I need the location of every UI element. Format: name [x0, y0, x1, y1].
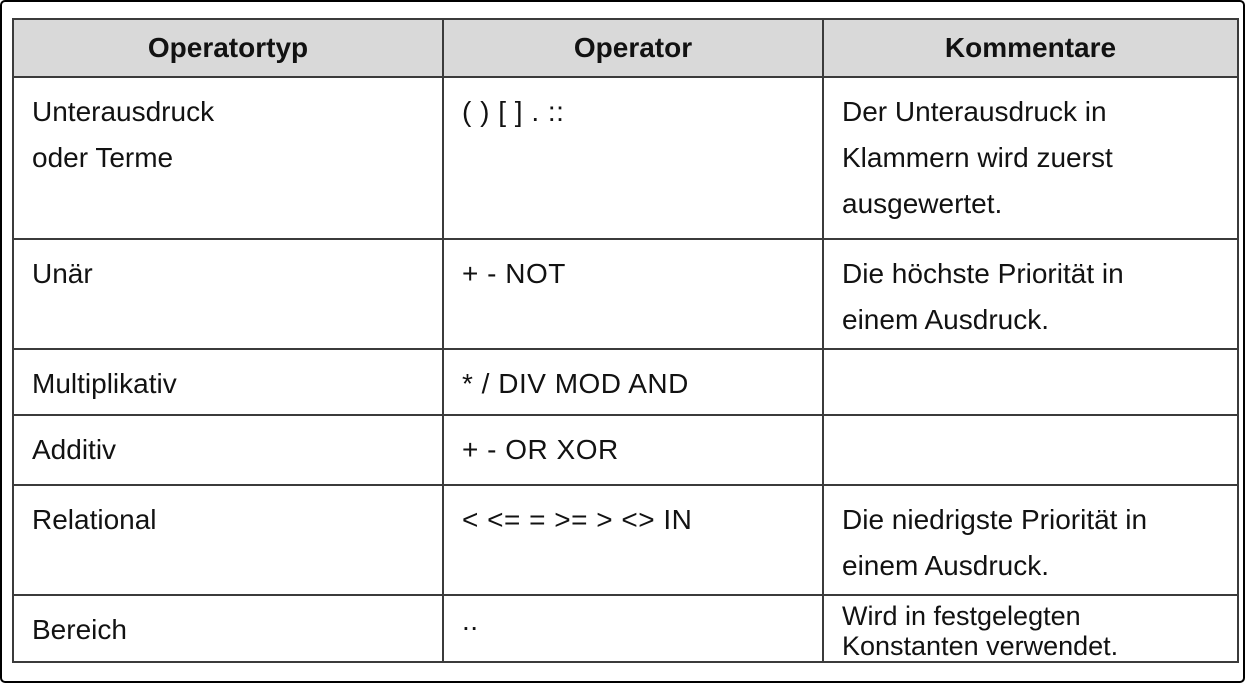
cell-comment	[822, 348, 1239, 416]
header-operator: Operator	[442, 18, 824, 78]
cell-comment: Der Unterausdruck in Klammern wird zuers…	[822, 76, 1239, 240]
cell-operator-type: Relational	[12, 484, 444, 596]
table-row: Multiplikativ * / DIV MOD AND	[12, 348, 1239, 416]
table-row: Additiv + - OR XOR	[12, 414, 1239, 486]
cell-comment: Die niedrigste Priorität in einem Ausdru…	[822, 484, 1239, 596]
cell-operator-type: Additiv	[12, 414, 444, 486]
cell-operator: ..	[442, 594, 824, 663]
cell-operator: + - NOT	[442, 238, 824, 350]
header-operatortyp: Operatortyp	[12, 18, 444, 78]
header-kommentare: Kommentare	[822, 18, 1239, 78]
cell-operator: < <= = >= > <> IN	[442, 484, 824, 596]
operator-precedence-table: Operatortyp Operator Kommentare Unteraus…	[12, 18, 1239, 663]
table-row: Unterausdruck oder Terme ( ) [ ] . :: De…	[12, 76, 1239, 240]
table-row: Bereich .. Wird in festgelegten Konstant…	[12, 594, 1239, 663]
cell-operator-type: Multiplikativ	[12, 348, 444, 416]
table-row: Unär + - NOT Die höchste Priorität in ei…	[12, 238, 1239, 350]
cell-operator: ( ) [ ] . ::	[442, 76, 824, 240]
cell-operator-type: Unterausdruck oder Terme	[12, 76, 444, 240]
cell-comment: Die höchste Priorität in einem Ausdruck.	[822, 238, 1239, 350]
cell-comment	[822, 414, 1239, 486]
cell-operator-type: Bereich	[12, 594, 444, 663]
cell-operator: + - OR XOR	[442, 414, 824, 486]
cell-operator-type: Unär	[12, 238, 444, 350]
cell-operator: * / DIV MOD AND	[442, 348, 824, 416]
table-row: Relational < <= = >= > <> IN Die niedrig…	[12, 484, 1239, 596]
table-header-row: Operatortyp Operator Kommentare	[12, 18, 1239, 78]
cell-comment: Wird in festgelegten Konstanten verwende…	[822, 594, 1239, 663]
